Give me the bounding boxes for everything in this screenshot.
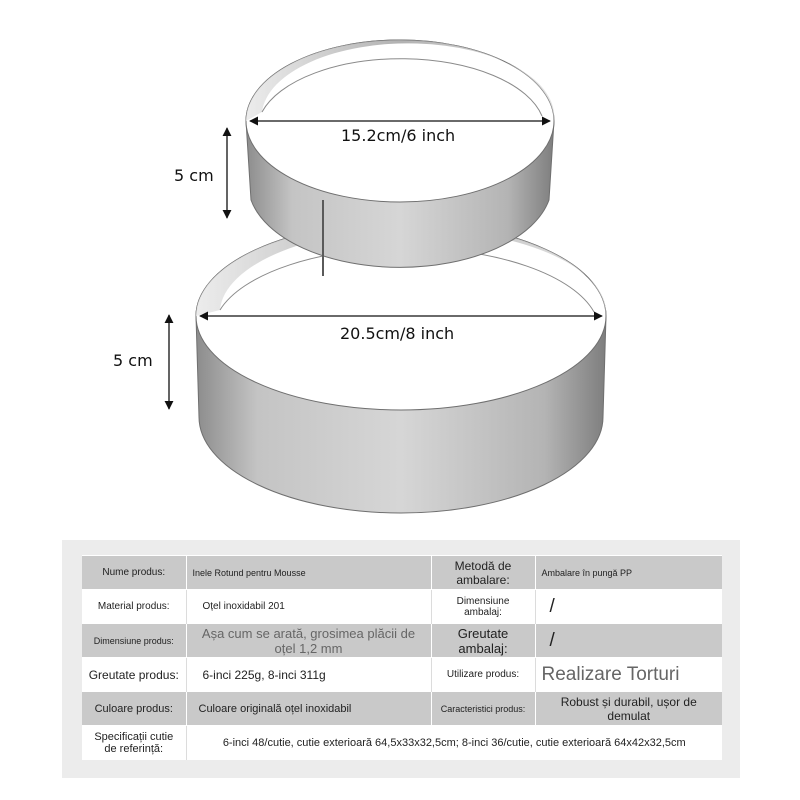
- table-row: Dimensiune produs: Așa cum se arată, gro…: [82, 623, 722, 658]
- spec-value-package-weight: /: [535, 623, 722, 658]
- spec-value-usage: Realizare Torturi: [535, 657, 722, 692]
- table-row: Material produs: Oțel inoxidabil 201 Dim…: [82, 589, 722, 624]
- table-row: Nume produs: Inele Rotund pentru Mousse …: [82, 555, 722, 590]
- bottom-diameter-label: 20.5cm/8 inch: [340, 324, 455, 343]
- spec-label-product-size: Dimensiune produs:: [82, 623, 187, 658]
- table-row: Culoare produs: Culoare originală oțel i…: [82, 691, 722, 726]
- spec-label-package-size: Dimensiune ambalaj:: [431, 589, 536, 624]
- spec-label-package-weight: Greutate ambalaj:: [431, 623, 536, 658]
- top-height-label: 5 cm: [174, 166, 214, 185]
- spec-value-box-spec: 6-inci 48/cutie, cutie exterioară 64,5x3…: [186, 725, 722, 760]
- mousse-rings-illustration: [164, 39, 607, 514]
- spec-label-packing-method: Metodă de ambalare:: [431, 555, 536, 590]
- spec-value-features: Robust și durabil, ușor de demulat: [535, 691, 722, 726]
- bottom-height-label: 5 cm: [113, 351, 153, 370]
- spec-value-packing-method: Ambalare în pungă PP: [535, 555, 722, 590]
- table-row: Specificații cutie de referință: 6-inci …: [82, 725, 722, 760]
- spec-value-color: Culoare originală oțel inoxidabil: [186, 691, 432, 726]
- spec-label-box-spec: Specificații cutie de referință:: [82, 725, 187, 760]
- table-row: Greutate produs: 6-inci 225g, 8-inci 311…: [82, 657, 722, 692]
- spec-label-product-name: Nume produs:: [82, 555, 187, 590]
- spec-value-material: Oțel inoxidabil 201: [186, 589, 432, 624]
- spec-value-product-weight: 6-inci 225g, 8-inci 311g: [186, 657, 432, 692]
- product-figure: 5 cm 15.2cm/6 inch 5 cm 20.5cm/8 inch: [113, 39, 607, 514]
- spec-label-color: Culoare produs:: [82, 691, 187, 726]
- top-diameter-label: 15.2cm/6 inch: [341, 126, 456, 145]
- small-ring: [245, 39, 555, 276]
- spec-value-package-size: /: [535, 589, 722, 624]
- spec-label-material: Material produs:: [82, 589, 187, 624]
- spec-value-product-size: Așa cum se arată, grosimea plăcii de oțe…: [186, 623, 432, 658]
- spec-panel: Nume produs: Inele Rotund pentru Mousse …: [62, 540, 740, 778]
- spec-value-product-name: Inele Rotund pentru Mousse: [186, 555, 432, 590]
- spec-label-product-weight: Greutate produs:: [82, 657, 187, 692]
- large-ring: [195, 221, 607, 514]
- spec-label-usage: Utilizare produs:: [431, 657, 536, 692]
- spec-label-features: Caracteristici produs:: [431, 691, 536, 726]
- spec-table: Nume produs: Inele Rotund pentru Mousse …: [82, 555, 722, 760]
